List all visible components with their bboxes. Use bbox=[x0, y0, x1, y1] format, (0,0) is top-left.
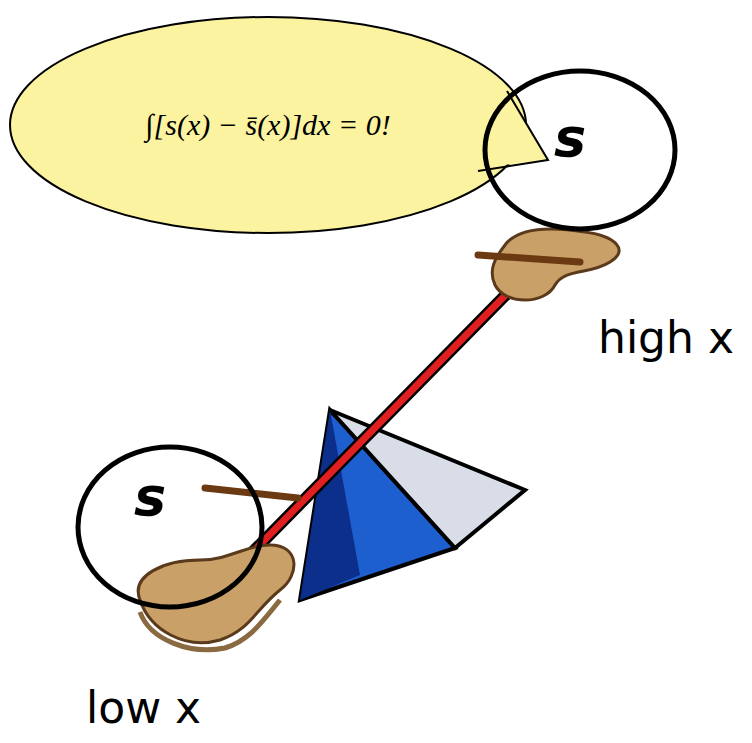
variable-circle-outline bbox=[75, 444, 265, 610]
seesaw-bar bbox=[235, 255, 545, 570]
circle-outline bbox=[78, 447, 262, 607]
variable-symbol: s bbox=[554, 111, 586, 165]
position-label: high x bbox=[598, 312, 734, 363]
circle-outline bbox=[485, 71, 675, 229]
formula-text: ∫[s(x) − s̄(x)]dx = 0! bbox=[145, 108, 390, 142]
speech-bubble: ∫[s(x) − s̄(x)]dx = 0! bbox=[8, 15, 528, 235]
variable-symbol: s bbox=[134, 470, 166, 524]
variable-circle: s bbox=[75, 444, 265, 610]
position-label: low x bbox=[86, 682, 201, 733]
bubble-body bbox=[10, 17, 526, 233]
handle-high bbox=[478, 255, 580, 262]
variable-circle: s bbox=[482, 68, 678, 232]
fulcrum-shade bbox=[300, 410, 360, 600]
fulcrum-side bbox=[330, 410, 525, 548]
seat-high bbox=[492, 229, 619, 300]
seesaw-bar-outline bbox=[235, 255, 545, 570]
bubble-tail bbox=[484, 87, 548, 167]
